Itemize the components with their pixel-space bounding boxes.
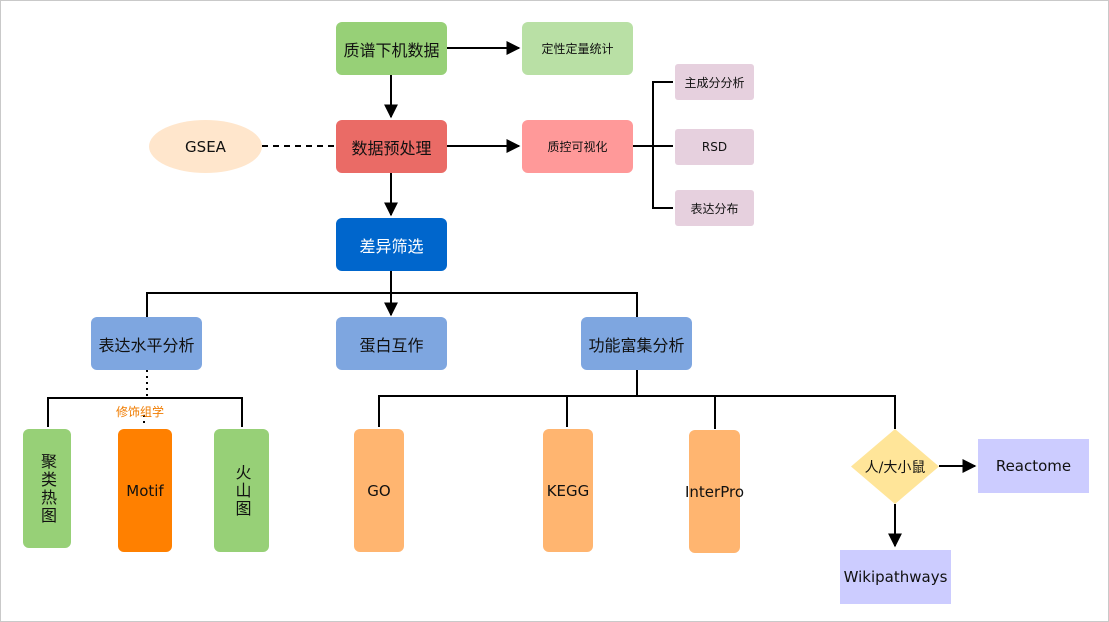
node-go: GO bbox=[354, 429, 404, 552]
node-qc-visualization-label: 质控可视化 bbox=[547, 140, 608, 154]
node-diff-screen: 差异筛选 bbox=[336, 218, 447, 271]
node-motif-label: Motif bbox=[126, 481, 164, 500]
node-reactome-label: Reactome bbox=[995, 457, 1072, 475]
bus-expr-children bbox=[47, 397, 243, 427]
node-gsea-label: GSEA bbox=[185, 137, 226, 156]
node-quant-stats: 定性定量统计 bbox=[522, 22, 633, 75]
node-go-label: GO bbox=[367, 481, 391, 500]
node-diff-screen-label: 差异筛选 bbox=[359, 236, 424, 256]
node-preprocess: 数据预处理 bbox=[336, 120, 447, 173]
node-protein-interaction: 蛋白互作 bbox=[336, 317, 447, 370]
diamond-shape bbox=[851, 429, 939, 504]
node-species-decision: 人/大小鼠 bbox=[851, 429, 939, 504]
node-interpro: InterPro bbox=[685, 430, 744, 553]
node-cluster-heatmap: 聚类热图 bbox=[23, 429, 71, 548]
node-expression-distribution: 表达分布 bbox=[675, 190, 754, 226]
node-wikipathways-label: Wikipathways bbox=[843, 568, 948, 586]
node-protein-interaction-label: 蛋白互作 bbox=[359, 335, 424, 355]
node-motif: Motif bbox=[118, 429, 172, 552]
node-enrichment-label: 功能富集分析 bbox=[588, 335, 685, 355]
node-pca: 主成分分析 bbox=[675, 64, 754, 100]
node-quant-stats-label: 定性定量统计 bbox=[541, 42, 614, 56]
node-species-decision-label: 人/大小鼠 bbox=[864, 459, 926, 476]
node-kegg: KEGG bbox=[543, 429, 593, 552]
node-volcano-plot-label: 火山图 bbox=[232, 463, 252, 518]
node-expression-level-label: 表达水平分析 bbox=[98, 335, 195, 355]
node-ms-data: 质谱下机数据 bbox=[336, 22, 447, 75]
node-enrichment: 功能富集分析 bbox=[581, 317, 692, 370]
node-ms-data-label: 质谱下机数据 bbox=[343, 40, 440, 60]
node-rsd: RSD bbox=[675, 129, 754, 165]
node-volcano-plot: 火山图 bbox=[214, 429, 269, 552]
node-qc-visualization: 质控可视化 bbox=[522, 120, 633, 173]
node-expression-level: 表达水平分析 bbox=[91, 317, 202, 370]
node-interpro-label: InterPro bbox=[685, 482, 745, 501]
node-pca-label: 主成分分析 bbox=[684, 75, 745, 90]
node-expression-distribution-label: 表达分布 bbox=[690, 201, 739, 216]
node-preprocess-label: 数据预处理 bbox=[351, 138, 432, 158]
node-cluster-heatmap-label: 聚类热图 bbox=[38, 452, 57, 525]
annotation-modomics: 修饰组学 bbox=[116, 405, 165, 419]
node-kegg-label: KEGG bbox=[546, 481, 590, 500]
node-reactome: Reactome bbox=[978, 439, 1089, 493]
node-rsd-label: RSD bbox=[701, 140, 728, 154]
node-wikipathways: Wikipathways bbox=[840, 550, 951, 604]
node-gsea: GSEA bbox=[149, 120, 262, 173]
bus-enrich-children bbox=[378, 395, 896, 429]
